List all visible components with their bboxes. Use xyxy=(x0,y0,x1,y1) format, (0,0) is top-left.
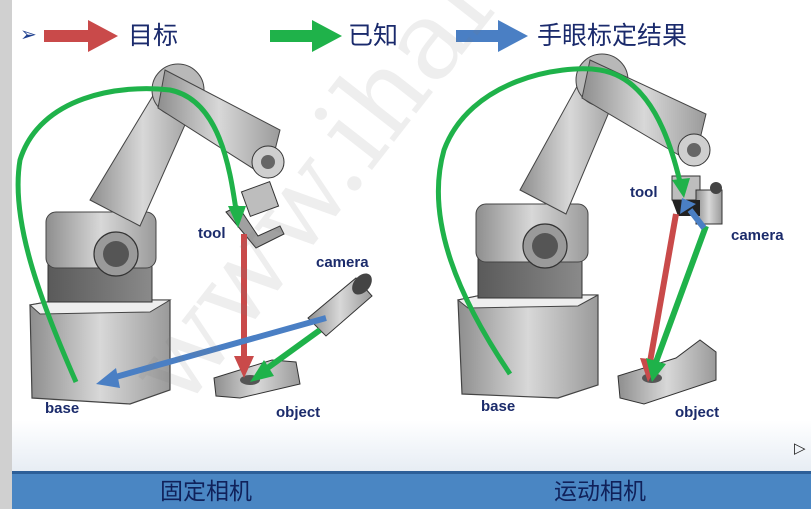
left-tool-label: tool xyxy=(198,225,226,242)
footer-bar: 固定相机 运动相机 xyxy=(12,471,811,509)
fixed-camera-title: 固定相机 xyxy=(160,479,252,505)
left-known-curve-arrow xyxy=(15,86,239,384)
right-robot-icon xyxy=(456,53,723,399)
moving-camera-title: 运动相机 xyxy=(554,479,646,505)
right-object-label: object xyxy=(675,404,720,421)
legend-result-arrow-icon xyxy=(456,20,528,52)
left-camera-label: camera xyxy=(316,254,369,271)
left-known-arrow xyxy=(260,327,322,375)
right-object-icon xyxy=(617,339,717,405)
left-base-label: base xyxy=(45,400,80,417)
left-known-curve-head xyxy=(228,206,246,228)
legend-result-label: 手眼标定结果 xyxy=(537,21,688,50)
legend: ➢ 目标 已知 手眼标定结果 xyxy=(0,8,811,56)
left-object-label: object xyxy=(276,404,321,421)
right-known-curve-head xyxy=(672,178,690,198)
left-camera-icon xyxy=(307,273,373,337)
legend-target-arrow-icon xyxy=(44,20,118,52)
left-known-arrow-head xyxy=(250,360,274,382)
legend-target-label: 目标 xyxy=(128,21,179,50)
right-known-curve-arrow xyxy=(435,66,683,376)
bottom-fade xyxy=(12,420,811,471)
right-tool-label: tool xyxy=(630,184,658,201)
left-result-arrow-head xyxy=(96,368,120,388)
right-known-arrow xyxy=(653,224,709,364)
right-camera-label: camera xyxy=(731,227,784,244)
right-known-arrow-head xyxy=(646,358,666,382)
left-target-arrow-head xyxy=(234,356,254,378)
play-right-icon[interactable]: ▷ xyxy=(794,439,806,457)
left-robot-icon xyxy=(28,63,285,405)
bullet-arrow-icon: ➢ xyxy=(20,22,37,46)
legend-known-arrow-icon xyxy=(270,20,342,52)
right-result-arrow-head xyxy=(680,198,696,214)
right-result-arrow xyxy=(687,208,707,230)
legend-known-label: 已知 xyxy=(348,21,399,50)
right-base-label: base xyxy=(481,398,516,415)
right-target-arrow xyxy=(647,213,679,363)
left-result-arrow xyxy=(111,315,327,381)
